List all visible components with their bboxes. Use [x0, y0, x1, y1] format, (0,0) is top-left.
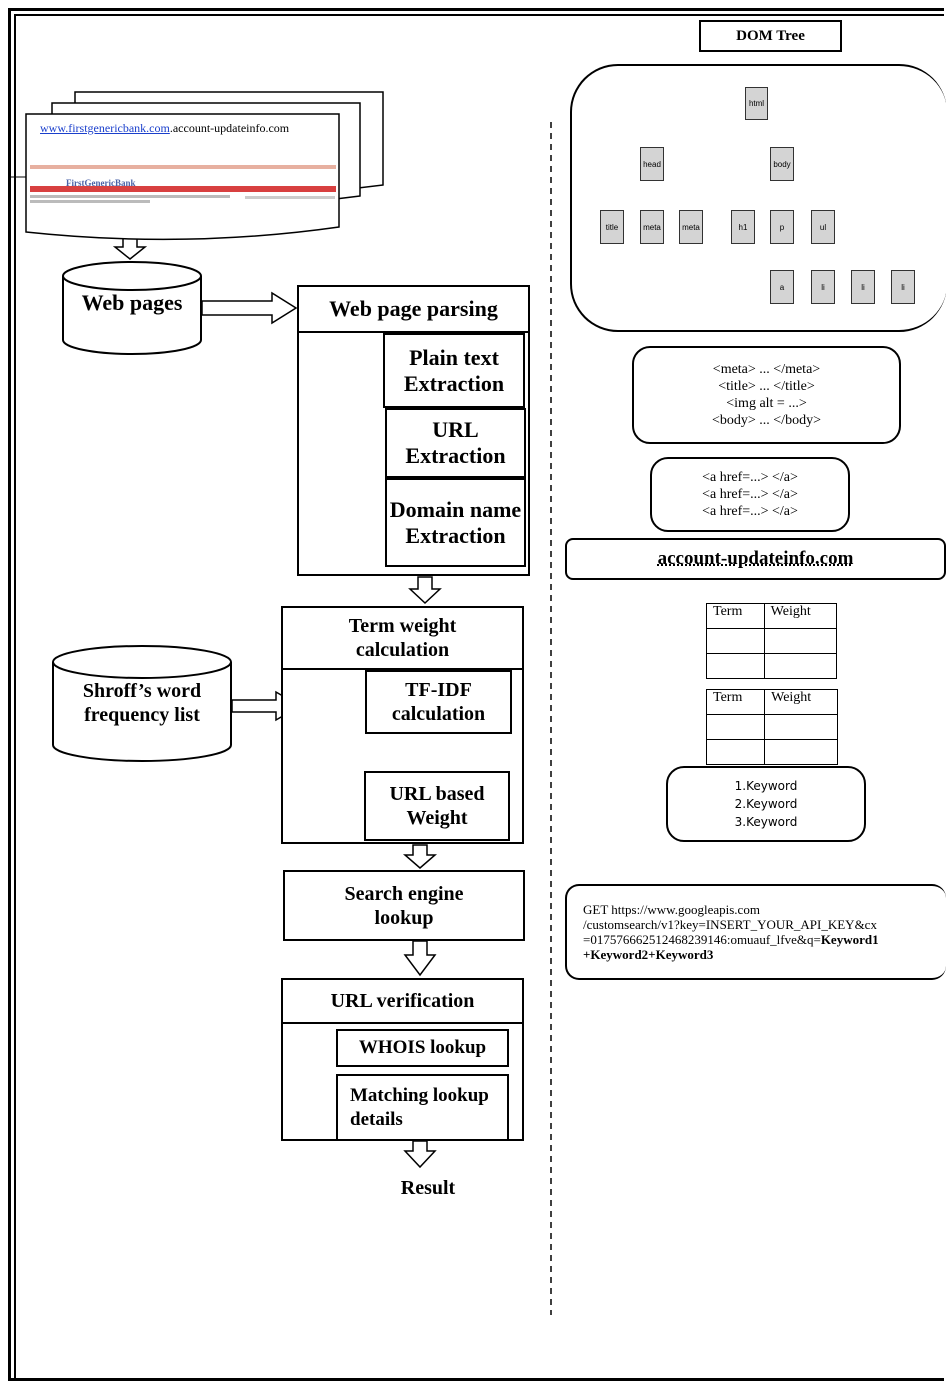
hollow-arrow-right-1 — [202, 293, 296, 323]
api-request-text: GET https://www.googleapis.com /customse… — [583, 902, 879, 962]
webpage-url-rest: .account-updateinfo.com — [170, 121, 289, 135]
href-line: <a href=...> </a> — [702, 469, 798, 486]
webpage-banner: FirstGenericBank — [66, 178, 136, 188]
term-weight-table-1: TermWeight — [706, 603, 837, 679]
tree-node-head: head — [640, 147, 664, 181]
table-header-term: Term — [707, 604, 765, 629]
web-pages-label: Web pages — [63, 290, 201, 316]
shroff-label: Shroff’s word frequency list — [53, 679, 231, 727]
href-line: <a href=...> </a> — [702, 486, 798, 503]
plain-text-extraction-box: Plain text Extraction — [383, 333, 525, 408]
api-line-4: +Keyword2+Keyword3 — [583, 947, 879, 962]
tag-line: <body> ... </body> — [712, 412, 821, 429]
api-request-box: GET https://www.googleapis.com /customse… — [565, 884, 946, 980]
tree-node-html: html — [745, 87, 768, 120]
hollow-arrow-down-2 — [410, 577, 440, 603]
href-box: <a href=...> </a> <a href=...> </a> <a h… — [650, 457, 850, 532]
matching-lookup-box: Matching lookup details — [336, 1074, 509, 1141]
tfidf-box: TF-IDF calculation — [365, 670, 512, 734]
webpage-url-link[interactable]: www.firstgenericbank.com — [40, 121, 170, 135]
keyword-item: 1.Keyword — [735, 777, 798, 795]
keyword-item: 3.Keyword — [735, 813, 798, 831]
tag-line: <img alt = ...> — [726, 395, 806, 412]
domain-text: account-updateinfo.com — [658, 548, 854, 570]
domain-name-extraction-box: Domain name Extraction — [385, 478, 526, 567]
tree-node-li: li — [851, 270, 875, 304]
tree-node-title: title — [600, 210, 624, 244]
search-engine-lookup-box: Search engine lookup — [283, 870, 525, 941]
href-line: <a href=...> </a> — [702, 503, 798, 520]
api-keyword1: Keyword1 — [821, 932, 879, 947]
term-weight-title: Term weight calculation — [283, 608, 522, 670]
tree-node-h1: h1 — [731, 210, 755, 244]
tag-line: <title> ... </title> — [718, 378, 815, 395]
whois-lookup-box: WHOIS lookup — [336, 1029, 509, 1067]
api-line-2: /customsearch/v1?key=INSERT_YOUR_API_KEY… — [583, 917, 879, 932]
webpage-document-stack — [26, 92, 383, 239]
tree-node-body: body — [770, 147, 794, 181]
url-based-weight-box: URL based Weight — [364, 771, 510, 841]
url-verification-title: URL verification — [283, 980, 522, 1024]
keywords-box: 1.Keyword 2.Keyword 3.Keyword — [666, 766, 866, 842]
dom-tree-title: DOM Tree — [699, 20, 842, 52]
hollow-arrow-down-4 — [405, 941, 435, 975]
api-line-3: =017576662512468239146:omuauf_lfve&q= — [583, 932, 821, 947]
tag-line: <meta> ... </meta> — [713, 361, 820, 378]
tree-node-p: p — [770, 210, 794, 244]
tree-node-meta: meta — [679, 210, 703, 244]
hollow-arrow-down-5 — [405, 1141, 435, 1167]
tree-node-a: a — [770, 270, 794, 304]
tree-node-li: li — [811, 270, 835, 304]
result-label: Result — [380, 1176, 476, 1200]
parsing-title: Web page parsing — [299, 287, 528, 333]
domain-box: account-updateinfo.com — [565, 538, 946, 580]
tree-node-li: li — [891, 270, 915, 304]
api-line-1: GET https://www.googleapis.com — [583, 902, 879, 917]
table-header-weight: Weight — [765, 690, 838, 715]
hollow-arrow-down-3 — [405, 845, 435, 868]
term-weight-table-2: TermWeight — [706, 689, 838, 765]
html-tags-box: <meta> ... </meta> <title> ... </title> … — [632, 346, 901, 444]
url-extraction-box: URL Extraction — [385, 408, 526, 478]
tree-node-ul: ul — [811, 210, 835, 244]
table-header-term: Term — [707, 690, 765, 715]
tree-node-meta: meta — [640, 210, 664, 244]
keyword-item: 2.Keyword — [735, 795, 798, 813]
table-header-weight: Weight — [764, 604, 836, 629]
webpage-url-text: www.firstgenericbank.com.account-updatei… — [40, 121, 310, 135]
